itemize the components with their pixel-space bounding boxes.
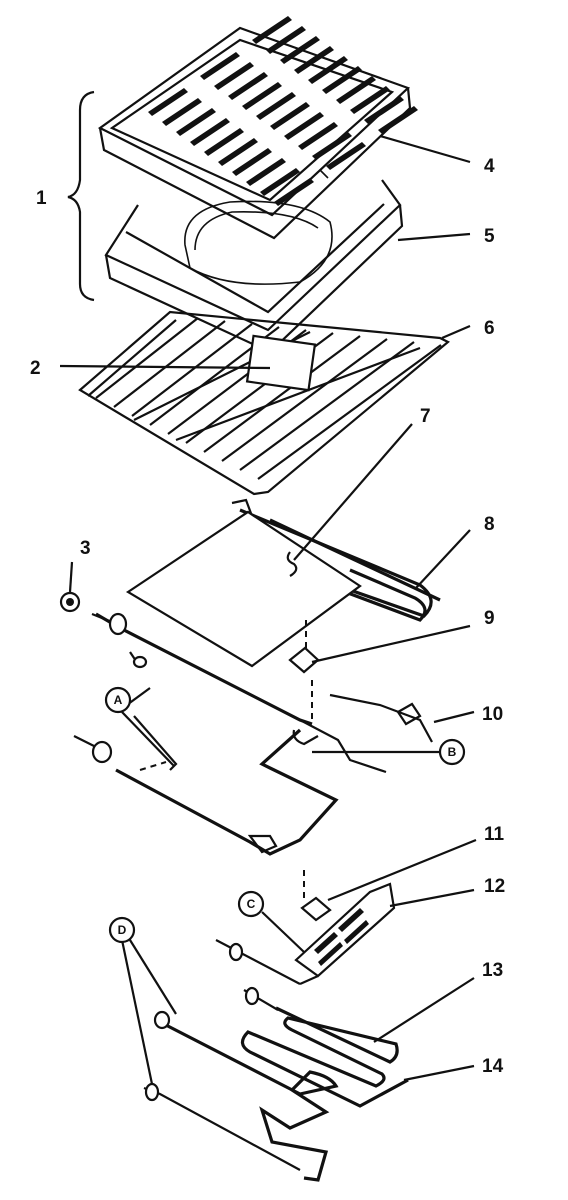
rack-shield-plate — [245, 334, 317, 392]
grid-slot — [252, 16, 292, 44]
callout-13: 13 — [482, 960, 503, 981]
grid-slot — [336, 76, 376, 104]
callout-1: 1 — [36, 188, 47, 209]
grommet — [59, 591, 81, 613]
grid-slot — [232, 148, 272, 176]
grid-slot — [214, 62, 254, 90]
rack-bar — [203, 335, 361, 453]
callout-10: 10 — [482, 704, 503, 725]
svg-text:C: C — [247, 897, 256, 911]
grid-slot — [326, 142, 366, 170]
grid-slot — [378, 106, 418, 134]
leader-lines — [59, 90, 477, 1085]
grid-slot — [294, 46, 334, 74]
svg-text:B: B — [448, 745, 457, 759]
rack-bar — [221, 338, 388, 462]
circled-marker-c: C — [237, 890, 265, 918]
grid-slot — [260, 168, 300, 196]
grid-slot — [256, 92, 296, 120]
rack-bar — [239, 341, 415, 471]
rack-bar — [131, 323, 253, 417]
rack-bar — [257, 344, 442, 480]
broil-bracket-clip — [300, 870, 332, 922]
callout-14: 14 — [482, 1056, 504, 1077]
rack-bar — [113, 320, 226, 408]
oven-rack — [78, 310, 450, 496]
callout-2: 2 — [30, 358, 41, 379]
plate-clip — [286, 551, 298, 577]
callout-5: 5 — [484, 226, 495, 247]
terminal-screws-lower — [73, 715, 178, 771]
grid-slot — [312, 132, 352, 160]
callout-3: 3 — [80, 538, 91, 559]
grid-slot — [274, 178, 314, 206]
grid-slot — [242, 82, 282, 110]
grid-slot — [190, 118, 230, 146]
grid-slot — [350, 86, 390, 114]
grid-slot — [148, 88, 188, 116]
circled-marker-b: B — [438, 738, 466, 766]
grid-slot — [246, 158, 286, 186]
callout-8: 8 — [484, 514, 495, 535]
insulation-plate — [125, 510, 362, 668]
callout-11: 11 — [484, 824, 505, 845]
grid-slot — [204, 128, 244, 156]
bracket-group-1 — [67, 90, 95, 302]
rack-bar — [95, 317, 199, 399]
broil-element-bracket — [294, 882, 396, 986]
grid-slot — [162, 98, 202, 126]
svg-text:A: A — [114, 693, 123, 707]
grid-slot — [270, 102, 310, 130]
grid-slot — [280, 36, 320, 64]
callout-7: 7 — [420, 406, 431, 427]
grid-slot — [308, 56, 348, 84]
broiler-pan-grid — [97, 16, 418, 240]
grid-slot — [228, 72, 268, 100]
grid-slot — [298, 122, 338, 150]
circled-marker-a: A — [104, 686, 132, 714]
grid-slot — [284, 112, 324, 140]
grid-slot — [176, 108, 216, 136]
grid-slot — [200, 52, 240, 80]
circled-marker-d: D — [108, 916, 136, 944]
terminal-screws-upper — [91, 612, 148, 669]
callout-4: 4 — [484, 156, 495, 177]
callout-9: 9 — [484, 608, 495, 629]
svg-text:D: D — [118, 923, 127, 937]
broil-element — [143, 939, 409, 1182]
grid-slot — [364, 96, 404, 124]
grid-slot — [218, 138, 258, 166]
grid-slot — [266, 26, 306, 54]
grid-slot — [322, 66, 362, 94]
callout-12: 12 — [484, 876, 505, 897]
callout-6: 6 — [484, 318, 495, 339]
